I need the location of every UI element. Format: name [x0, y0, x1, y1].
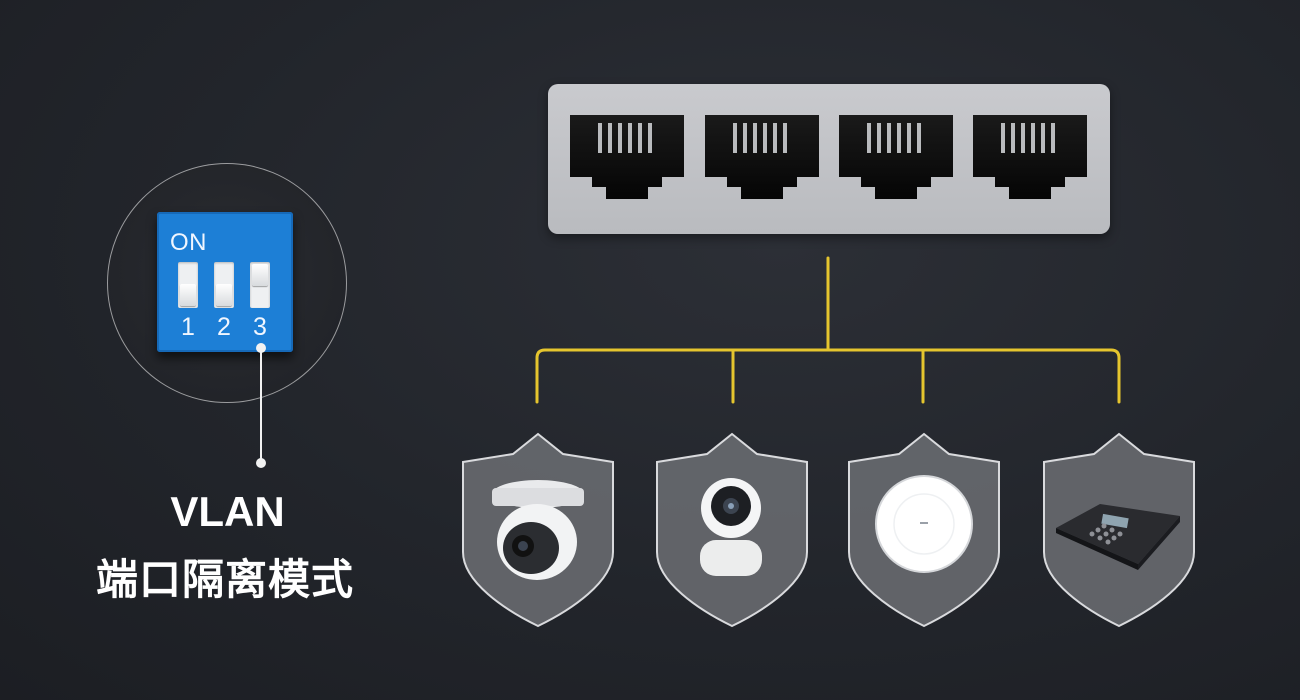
- dip-knob-1: [180, 284, 196, 306]
- feature-title-cn: 端口隔离模式: [95, 556, 354, 603]
- dip-knob-3: [252, 264, 268, 286]
- feature-title-en: VLAN: [170, 488, 285, 535]
- dip-on-label: ON: [170, 229, 207, 256]
- conference-phone-shield[interactable]: [1042, 432, 1196, 628]
- conference-phone-icon: [1056, 504, 1180, 570]
- dip-toggle-1[interactable]: [178, 262, 198, 308]
- dip-toggle-2[interactable]: [214, 262, 234, 308]
- dome-camera-icon: [492, 480, 584, 580]
- dome-camera-shield[interactable]: [461, 432, 615, 628]
- dip-number-1: 1: [181, 313, 195, 341]
- pan-tilt-camera-shield[interactable]: [655, 432, 809, 628]
- dip-number-2: 2: [217, 313, 231, 341]
- access-point-shield[interactable]: [847, 432, 1001, 628]
- leader-dot-bottom: [256, 458, 266, 468]
- dip-knob-2: [216, 284, 232, 306]
- dip-number-3: 3: [253, 313, 267, 341]
- rj45-port-icon[interactable]: [839, 115, 953, 201]
- pan-tilt-camera-icon: [700, 478, 762, 576]
- dip-toggle-3[interactable]: [250, 262, 270, 308]
- rj45-port-icon[interactable]: [570, 115, 684, 201]
- rj45-port-icon[interactable]: [705, 115, 819, 201]
- wireless-access-point-icon: [875, 475, 973, 573]
- rj45-port-icon[interactable]: [973, 115, 1087, 201]
- leader-line: [260, 348, 262, 464]
